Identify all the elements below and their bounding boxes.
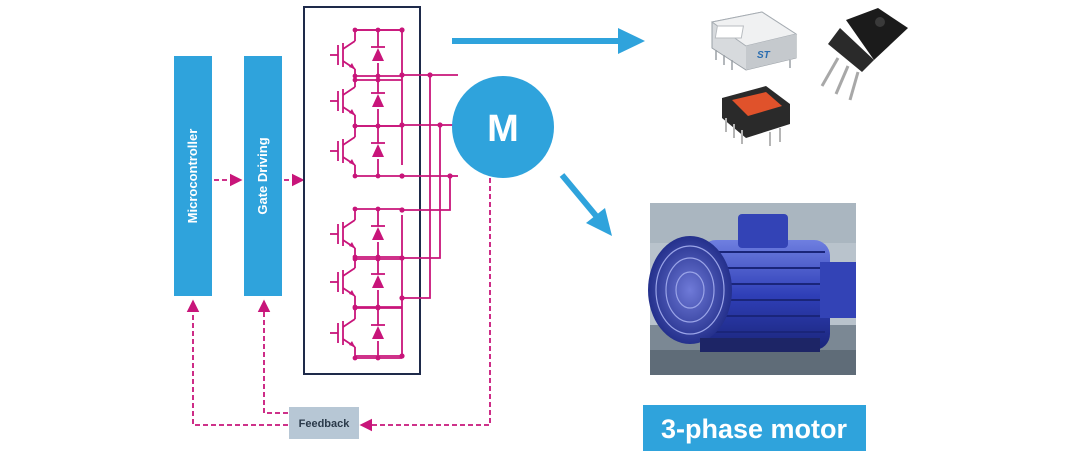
motor-photo bbox=[648, 203, 856, 375]
feedback-block: Feedback bbox=[289, 407, 359, 439]
package-brand-label: ST bbox=[757, 50, 771, 61]
caption-box: 3-phase motor bbox=[643, 405, 866, 451]
motor-to-feedback-path bbox=[359, 178, 491, 432]
igbt-switch bbox=[330, 123, 402, 179]
caption-label: 3-phase motor bbox=[661, 414, 848, 444]
ipm-module-icon bbox=[722, 86, 790, 146]
microcontroller-label: Microcontroller bbox=[185, 129, 200, 224]
to247-transistor-icon bbox=[820, 8, 908, 101]
feedback-to-gate-path bbox=[257, 299, 288, 414]
feedback-to-mcu-path bbox=[186, 299, 288, 426]
motor-symbol: M bbox=[452, 76, 554, 178]
feedback-label: Feedback bbox=[299, 418, 351, 430]
gate-driving-block: Gate Driving bbox=[244, 56, 282, 296]
arrow-to-motor-photo bbox=[559, 173, 612, 236]
power-module-icon: ST bbox=[710, 11, 798, 71]
microcontroller-block: Microcontroller bbox=[174, 56, 212, 296]
arrow-to-packages bbox=[452, 28, 645, 54]
motor-symbol-label: M bbox=[487, 108, 519, 150]
inverter-bridge bbox=[303, 6, 458, 375]
gate-driving-label: Gate Driving bbox=[255, 137, 270, 214]
feedback-loop bbox=[186, 178, 491, 432]
